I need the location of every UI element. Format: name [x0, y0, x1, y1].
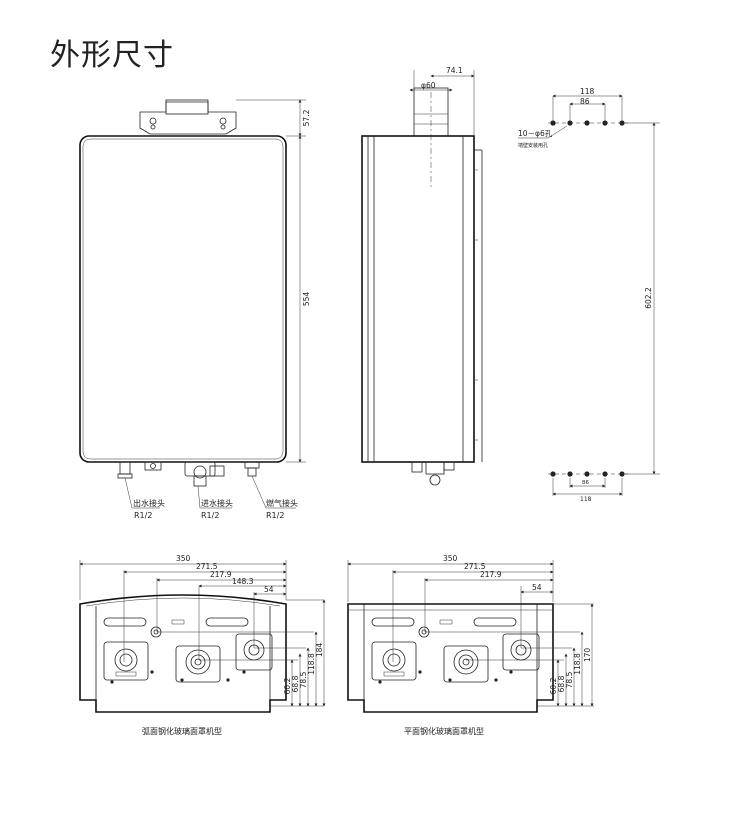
mount-dim-height: 602.2 — [644, 287, 653, 309]
mount-hole — [550, 120, 556, 126]
bv1-caption: 弧面钢化玻璃面罩机型 — [142, 726, 222, 736]
mount-dim-outer: 118 — [580, 87, 595, 96]
bv2-width-1: 271.5 — [464, 562, 486, 571]
bv1-height-2: 78.5 — [299, 671, 308, 688]
mount-holes-label: 10－φ6孔 — [518, 129, 553, 138]
bv1-width-3: 148.3 — [232, 577, 254, 586]
bv1-height-1: 68.8 — [291, 675, 300, 692]
connector-outlet-label: 出水接头 — [133, 498, 165, 508]
bv2-height-0: 60.2 — [549, 677, 558, 694]
mount-hole — [550, 471, 556, 477]
bv2-height-4: 170 — [583, 648, 592, 663]
mount-dim-inner: 86 — [580, 97, 590, 106]
connector-inlet-label: 进水接头 — [201, 498, 233, 508]
bv1-width-4: 54 — [264, 585, 274, 594]
mount-dim-bottom-inner: 86 — [582, 480, 589, 486]
bottom-view-curved: 350 271.5 217.9 148.3 54 — [79, 554, 326, 736]
side-body — [361, 135, 475, 463]
bv2-width-3: 54 — [532, 583, 542, 592]
bv2-height-1: 68.8 — [557, 675, 566, 692]
bv1-height-4: 184 — [315, 643, 324, 658]
connector-gas-label: 燃气接头 — [266, 498, 298, 508]
front-dim-height: 554 — [302, 292, 311, 307]
bv1-width-0: 350 — [176, 554, 191, 563]
side-dim-offset: 74.1 — [446, 66, 463, 75]
connector-inlet-size: R1/2 — [201, 511, 219, 520]
page-title: 外形尺寸 — [50, 38, 174, 73]
bv1-outline — [79, 594, 287, 713]
bv1-width-2: 217.9 — [210, 570, 232, 579]
bv2-height-2: 78.5 — [565, 671, 574, 688]
side-view: 74.1 φ60 — [361, 66, 483, 486]
bv2-outline — [347, 603, 554, 713]
bv1-width-1: 271.5 — [196, 562, 218, 571]
connector-outlet-size: R1/2 — [134, 511, 152, 520]
connector-gas-size: R1/2 — [266, 511, 284, 520]
bv2-width-2: 217.9 — [480, 570, 502, 579]
bv1-height-0: 60.2 — [283, 677, 292, 694]
front-dim-top: 57.2 — [302, 109, 311, 126]
mount-view: 118 86 602.2 10－φ6孔 墙壁安装用孔 86 118 — [518, 87, 660, 503]
front-view: 57.2 554 出水接头 R1/2 进水接头 R1/2 燃气接头 R1/2 — [79, 99, 311, 520]
bottom-view-flat: 350 271.5 217.9 54 — [347, 554, 594, 736]
mount-holes-note: 墙壁安装用孔 — [518, 142, 548, 149]
side-dim-flue: φ60 — [421, 81, 436, 90]
front-body — [79, 135, 287, 463]
bv2-height-3: 118.8 — [573, 653, 582, 675]
bv2-caption: 平面钢化玻璃面罩机型 — [404, 726, 484, 736]
bv1-height-3: 118.8 — [307, 653, 316, 675]
front-bottom-fittings — [117, 461, 260, 487]
bv2-width-0: 350 — [443, 554, 458, 563]
mount-dim-bottom-outer: 118 — [580, 496, 592, 503]
